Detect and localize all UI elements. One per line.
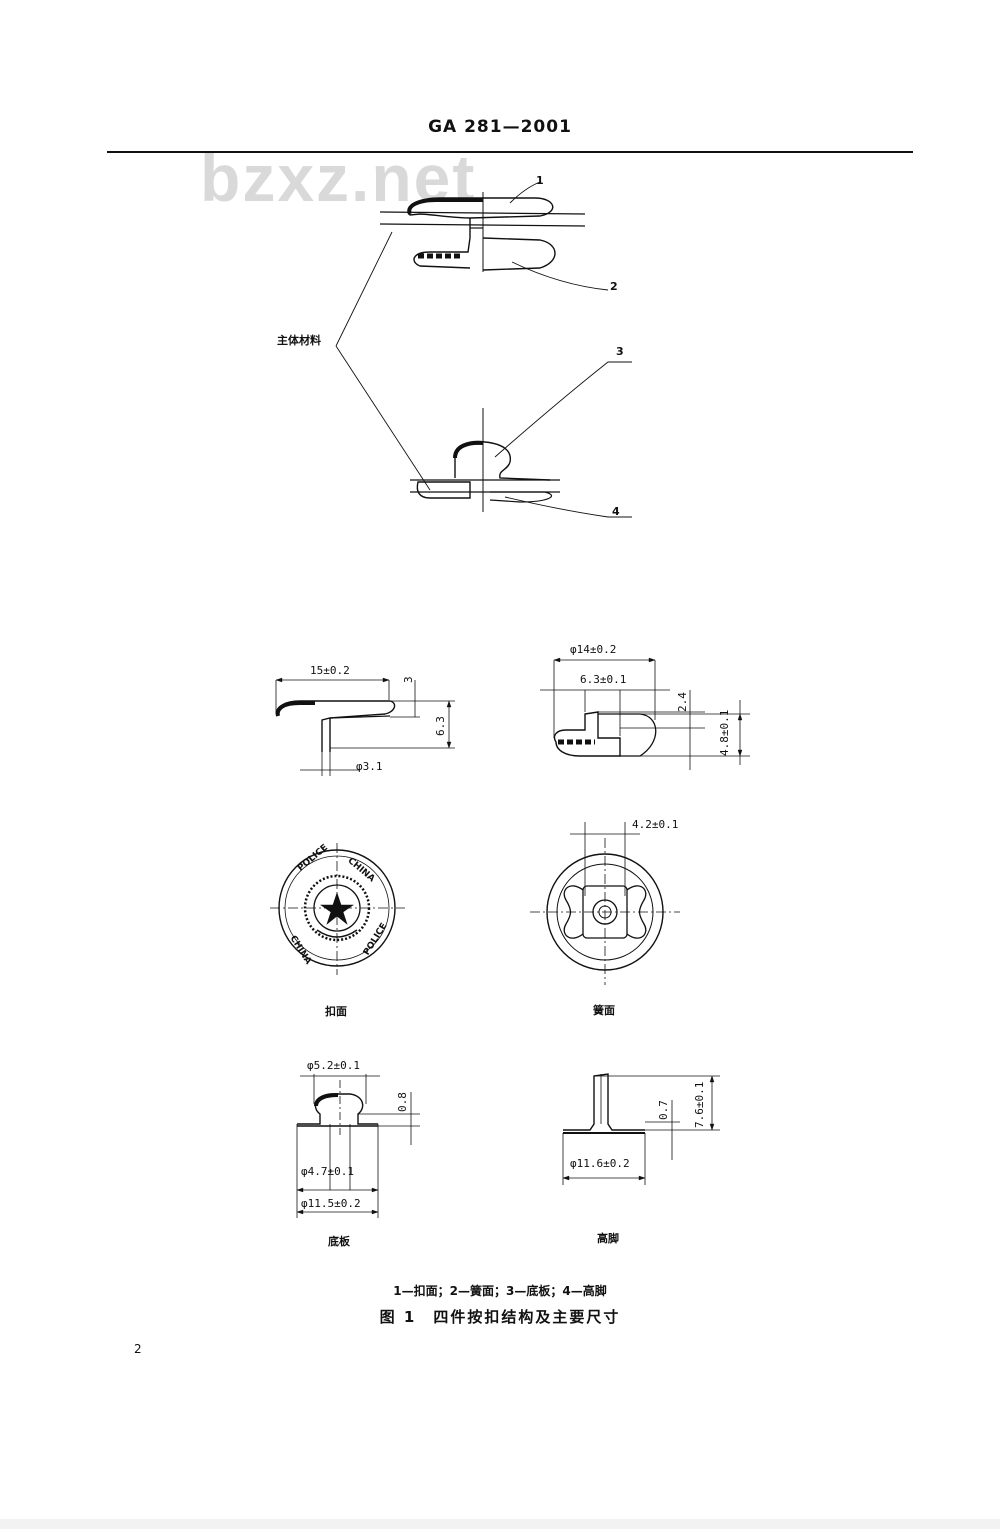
cap-face-view <box>270 843 405 975</box>
standard-number: GA 281—2001 <box>428 117 572 137</box>
spring-side-view <box>540 657 750 770</box>
dim-base-h-0-8: 0.8 <box>396 1092 409 1112</box>
leader-3 <box>494 361 632 458</box>
dim-base-outer: φ11.5±0.2 <box>301 1197 361 1210</box>
dim-cap-height-6-3: 6.3 <box>434 716 447 736</box>
high-post-view <box>562 1073 720 1185</box>
assembly-base-post <box>410 408 560 512</box>
dim-spring-top: 4.2±0.1 <box>632 818 679 831</box>
leader-1 <box>509 181 541 204</box>
dim-post-h-7-6: 7.6±0.1 <box>693 1081 706 1128</box>
callout-4: 4 <box>612 505 620 518</box>
material-leader-top <box>335 231 393 347</box>
header-rule <box>107 151 913 153</box>
dim-spring-outer: φ14±0.2 <box>570 643 617 656</box>
callout-1: 1 <box>536 174 544 187</box>
figure-title: 图 1 四件按扣结构及主要尺寸 <box>379 1308 621 1326</box>
dim-spring-h-4-8: 4.8±0.1 <box>718 709 731 756</box>
dim-cap-shaft: φ3.1 <box>356 760 383 773</box>
dim-cap-height-3: 3 <box>402 676 415 683</box>
dim-spring-h-2-4: 2.4 <box>676 692 689 712</box>
base-plate-view <box>296 1074 420 1218</box>
callout-2: 2 <box>610 280 618 293</box>
material-label: 主体材料 <box>277 334 321 347</box>
cap-side-view <box>275 677 455 776</box>
spring-face-view <box>530 822 680 985</box>
assembly-cap-spring <box>379 192 586 272</box>
caption-base-plate: 底板 <box>328 1235 350 1248</box>
material-leader-bottom <box>335 345 431 491</box>
caption-spring-face: 簧面 <box>593 1004 615 1017</box>
dim-cap-width: 15±0.2 <box>310 664 350 677</box>
dim-post-outer: φ11.6±0.2 <box>570 1157 630 1170</box>
dim-post-h-0-7: 0.7 <box>657 1100 670 1120</box>
callout-3: 3 <box>616 345 624 358</box>
caption-cap-face: 扣面 <box>325 1005 347 1018</box>
leader-4 <box>504 496 632 518</box>
figure-legend: 1—扣面；2—簧面；3—底板；4—高脚 <box>393 1284 607 1298</box>
dim-base-mid: φ4.7±0.1 <box>301 1165 354 1178</box>
dim-base-top: φ5.2±0.1 <box>307 1059 360 1072</box>
caption-high-post: 高脚 <box>597 1232 619 1245</box>
page-bottom-edge <box>0 1519 1000 1529</box>
watermark: bzxz.net <box>200 141 477 215</box>
dim-spring-inner: 6.3±0.1 <box>580 673 627 686</box>
page-number: 2 <box>134 1342 142 1356</box>
leader-2 <box>511 261 609 291</box>
